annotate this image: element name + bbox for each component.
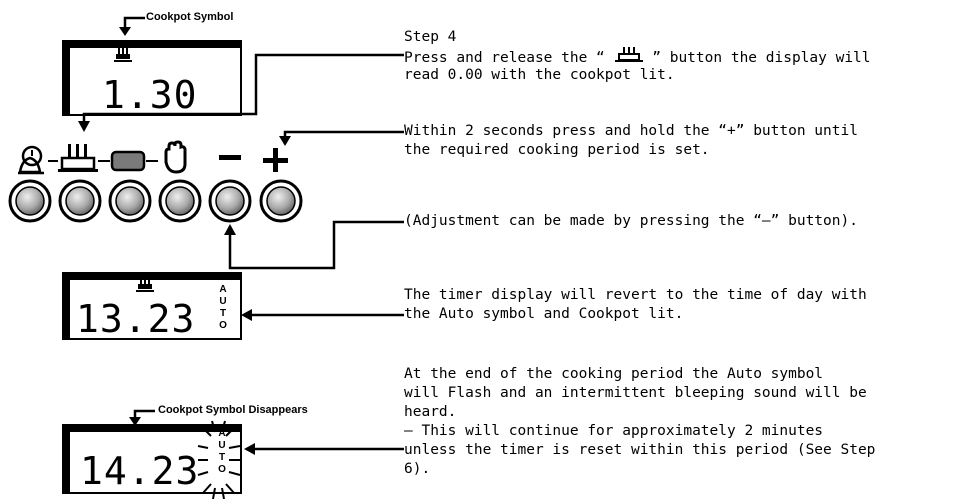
end-instruction-line3: heard. [404,404,457,420]
control-buttons-row [8,179,303,223]
step4-leader-line [78,53,404,132]
auto-letter: T [218,452,226,463]
end-instruction-line1: At the end of the cooking period the Aut… [404,366,824,382]
revert-instruction-line2: the Auto symbol and Cookpot lit. [404,306,684,322]
hand-icon [164,140,187,174]
auto-letter: O [219,320,227,331]
cookpot-icon [58,144,98,172]
oven-icon [110,150,146,172]
minus-icon [219,155,241,160]
end-instruction-line5: unless the timer is reset within this pe… [404,442,876,458]
auto-letter: O [218,464,226,475]
plus-leader-line [279,130,404,146]
bell-timer-icon [18,145,44,175]
plus-instruction-line1: Within 2 seconds press and hold the “+” … [404,123,858,139]
step-title: Step 4 [404,29,457,45]
cookpot-symbol-disappears-label: Cookpot Symbol Disappears [158,404,308,416]
cookpot-icon [136,278,154,292]
bell-timer-button[interactable] [8,179,52,223]
auto-letter: A [218,428,226,439]
auto-letter: U [218,440,226,451]
cookpot-disappears-callout-arrow [129,409,155,426]
adjust-instruction: (Adjustment can be made by pressing the … [404,213,858,229]
plus-button[interactable] [259,179,303,223]
auto-letter: T [219,308,227,319]
auto-symbol-second: A U T O [218,284,228,332]
cookpot-symbol-label: Cookpot Symbol [146,11,234,23]
auto-letter: U [219,296,227,307]
plus-icon [263,148,288,172]
oven-button[interactable] [108,179,152,223]
step4-instruction: Press and release the “ ” button the dis… [404,47,871,68]
auto-symbol-flashing: A U T O [217,428,227,476]
cookpot-icon [114,48,132,62]
lcd-digits-second: 13.23 [76,297,196,341]
lcd-display-first: 1.30 [62,40,242,116]
end-instruction-line4: – This will continue for approximately 2… [404,423,824,439]
minus-button[interactable] [208,179,252,223]
auto-letter: A [219,284,227,295]
plus-instruction-line2: the required cooking period is set. [404,142,710,158]
cookpot-icon [614,47,644,62]
hand-button[interactable] [158,179,202,223]
adjust-leader-line [224,220,404,270]
lcd-display-third: 14.23 A U T O [62,424,242,494]
cookpot-callout-arrow [119,16,145,36]
step4-line1-post: ” button the display will [652,50,871,66]
lcd-digits-third: 14.23 [80,449,200,493]
step4-line2: read 0.00 with the cookpot lit. [404,67,675,83]
end-leader-line [244,443,404,455]
end-instruction-line6: 6). [404,461,431,477]
auto-flash-rays [197,420,241,499]
lcd-digits-first: 1.30 [102,73,198,117]
revert-leader-line [241,309,404,321]
end-instruction-line2: will Flash and an intermittent bleeping … [404,385,867,401]
revert-instruction-line1: The timer display will revert to the tim… [404,287,867,303]
cookpot-button[interactable] [58,179,102,223]
lcd-display-second: 13.23 A U T O [62,272,242,340]
step4-line1-pre: Press and release the “ [404,50,605,66]
